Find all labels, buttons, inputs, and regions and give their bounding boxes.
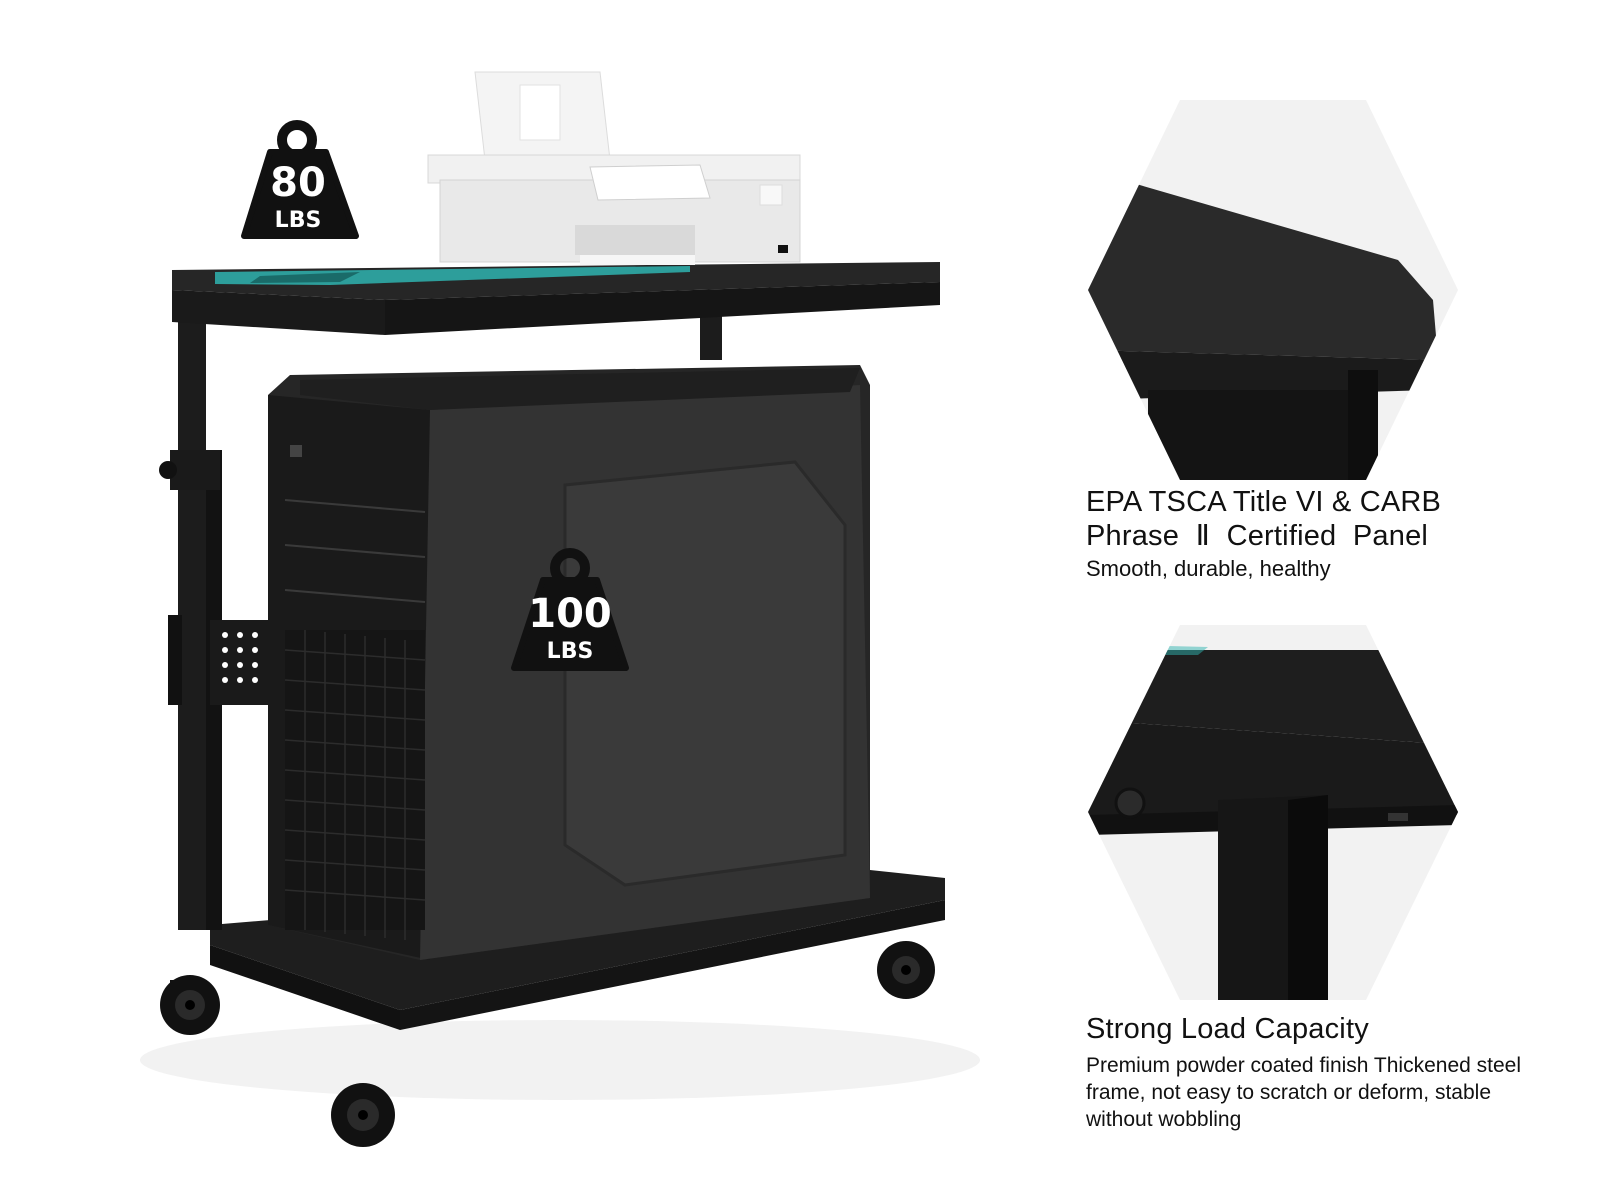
top-weight-unit: LBS — [275, 208, 322, 233]
caster-wheel-icon — [160, 975, 220, 1035]
cart-illustration: 80 LBS 100 LBS — [140, 71, 980, 1147]
bottom-shelf-front — [210, 945, 400, 1030]
feature-certified-panel: EPA TSCA Title VI & CARB Phrase Ⅱ Certif… — [1086, 485, 1441, 582]
bottom-weight-value: 100 — [528, 591, 612, 637]
top-shelf-side — [385, 282, 940, 335]
weight-icon: 100 LBS — [511, 548, 629, 671]
frame-column-outer — [178, 305, 206, 930]
floor-shadow — [140, 1020, 980, 1100]
feature-title-line2: Phrase Ⅱ Certified Panel — [1086, 520, 1429, 552]
bottom-weight-unit: LBS — [547, 639, 594, 664]
printer — [427, 71, 801, 265]
feature-title: Strong Load Capacity — [1086, 1013, 1369, 1045]
caster-wheel-icon — [331, 1083, 395, 1147]
top-weight-value: 80 — [270, 160, 326, 206]
height-lock — [170, 450, 220, 490]
bottom-shelf-side — [400, 900, 945, 1030]
caster-wheel-icon — [877, 941, 935, 999]
feature-title-line1: EPA TSCA Title VI & CARB — [1086, 486, 1442, 518]
top-shelf-front — [172, 290, 385, 335]
detail-hexagon-panel — [1088, 100, 1458, 480]
weight-icon: 80 LBS — [241, 120, 359, 239]
detail-hexagon-frame — [1088, 625, 1458, 1000]
feature-description: Premium powder coated finish Thickened s… — [1086, 1054, 1522, 1131]
adjust-knob — [159, 461, 177, 479]
front-mesh — [285, 630, 425, 930]
feature-subtitle: Smooth, durable, healthy — [1086, 556, 1331, 581]
feature-load-capacity: Strong Load Capacity Premium powder coat… — [1086, 1012, 1556, 1133]
